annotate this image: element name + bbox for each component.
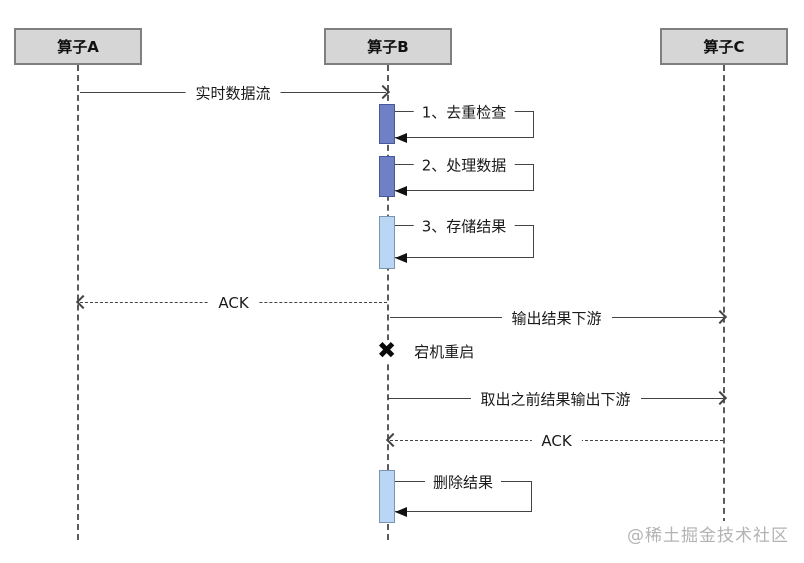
message-output-downstream: 输出结果下游 (390, 307, 728, 329)
activation-bar-dedup (379, 104, 395, 144)
message-label: 删除结果 (424, 471, 502, 493)
message-reoutput-downstream: 取出之前结果输出下游 (388, 388, 728, 410)
self-message-store-result: 3、存储结果 (395, 215, 534, 263)
lifeline-operator-c (723, 65, 725, 524)
actor-box-operator-a: 算子A (14, 28, 142, 65)
activation-bar-store (379, 216, 395, 269)
actor-label: 算子C (703, 38, 745, 56)
message-label: ACK (208, 294, 259, 312)
watermark: @稀土掘金技术社区 (627, 521, 789, 546)
arrow-left-icon (395, 133, 407, 143)
message-label: 2、处理数据 (413, 154, 515, 176)
arrow-left-icon (395, 507, 407, 517)
arrow-left-icon (395, 253, 407, 263)
self-message-process-data: 2、处理数据 (395, 154, 534, 196)
message-label: 3、存储结果 (413, 215, 515, 237)
activation-bar-delete (379, 470, 395, 523)
message-label: 取出之前结果输出下游 (470, 388, 641, 410)
message-ack-to-a: ACK (75, 294, 387, 312)
self-message-delete-result: 删除结果 (395, 471, 532, 517)
actor-label: 算子B (367, 38, 409, 56)
arrow-left-icon (395, 186, 407, 196)
lifeline-operator-a (77, 65, 79, 540)
message-label: 实时数据流 (185, 82, 281, 104)
message-realtime-stream: 实时数据流 (80, 82, 391, 104)
message-label: ACK (531, 432, 582, 450)
crash-restart-note: ✖ 宕机重启 (376, 340, 474, 363)
crash-icon: ✖ (376, 338, 398, 364)
message-label: 1、去重检查 (413, 101, 515, 123)
crash-label: 宕机重启 (414, 343, 475, 361)
actor-box-operator-b: 算子B (324, 28, 452, 65)
activation-bar-process (379, 156, 395, 197)
lifeline-operator-b (387, 65, 389, 540)
actor-label: 算子A (57, 38, 99, 56)
message-label: 输出结果下游 (501, 307, 612, 329)
actor-box-operator-c: 算子C (660, 28, 788, 65)
message-ack-from-c: ACK (385, 432, 723, 450)
self-message-dedup-check: 1、去重检查 (395, 101, 534, 143)
